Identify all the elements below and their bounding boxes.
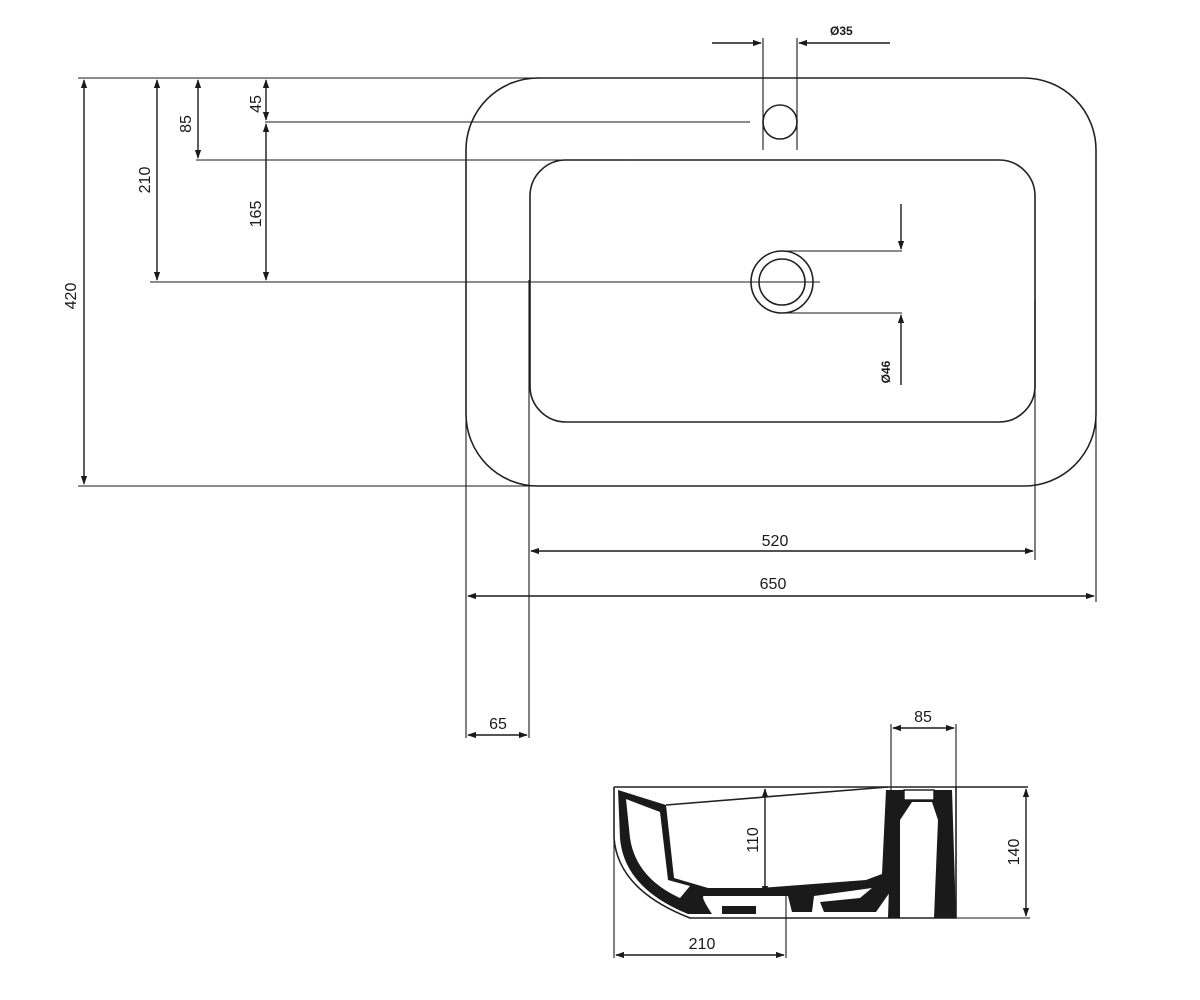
dim-label-basin-edge-offset: 85	[178, 115, 195, 133]
side-bowl-slope	[665, 786, 889, 806]
side-bowl-bottom-section	[760, 790, 894, 912]
side-front-wall-section	[618, 790, 760, 914]
dim-label-overall-width: 650	[760, 576, 787, 593]
dim-label-basin-depth: 110	[745, 827, 762, 853]
dim-label-tap-to-drain: 165	[248, 201, 265, 228]
top-view: 420 210 85 45 165 Ø35 Ø46 520 650 65	[63, 24, 1097, 739]
dim-label-tap-hole-diameter: Ø35	[830, 24, 853, 38]
dim-label-inner-width: 520	[762, 533, 789, 550]
dim-label-drain-to-front: 210	[689, 936, 716, 953]
side-exterior-profile	[613, 787, 957, 919]
dim-label-tap-deck-width: 85	[914, 709, 932, 726]
side-view: 85 110 140 210	[613, 709, 1030, 959]
side-tap-deck-pillar	[888, 790, 956, 918]
side-tap-deck-top	[903, 789, 935, 801]
dim-label-tap-hole-offset: 45	[248, 95, 265, 113]
dim-label-total-height: 140	[1006, 839, 1023, 866]
dim-label-drain-offset: 210	[137, 167, 154, 194]
dim-label-drain-diameter: Ø46	[879, 360, 893, 383]
dim-label-left-offset: 65	[489, 716, 507, 733]
basin-inner-bowl-outline	[529, 159, 1036, 423]
tap-hole	[762, 104, 798, 140]
side-drain-notch	[722, 906, 756, 914]
dim-label-overall-depth: 420	[63, 283, 80, 310]
